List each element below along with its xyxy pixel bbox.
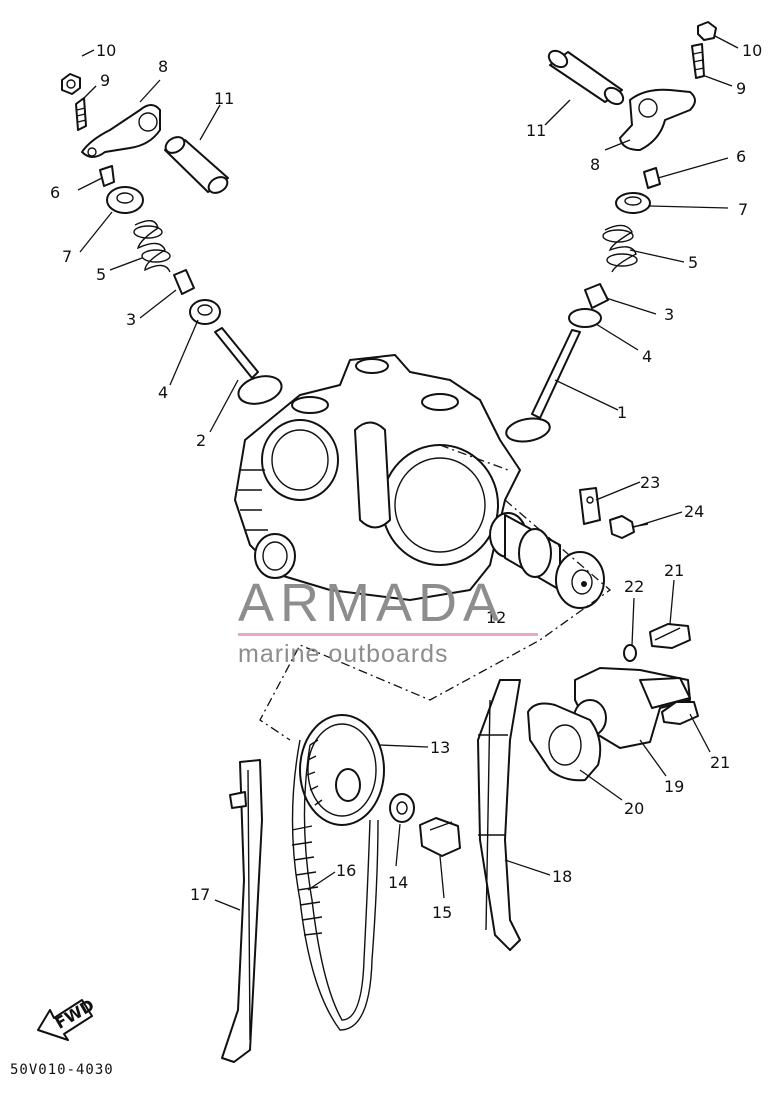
watermark-tagline: marine outboards — [238, 640, 449, 668]
callout-11-right: 11 — [526, 121, 546, 140]
callout-8-left: 8 — [158, 57, 168, 76]
callout-21-bottom: 21 — [710, 753, 730, 772]
callout-16: 16 — [336, 861, 356, 880]
callout-10-left: 10 — [96, 41, 116, 60]
callout-11-left: 11 — [214, 89, 234, 108]
callout-4-left: 4 — [158, 383, 168, 402]
callout-3-left: 3 — [126, 310, 136, 329]
callout-5-right: 5 — [688, 253, 698, 272]
callout-6-left: 6 — [50, 183, 60, 202]
callout-7-right: 7 — [738, 200, 748, 219]
callout-17: 17 — [190, 885, 210, 904]
callout-24: 24 — [684, 502, 704, 521]
cam-sprocket — [299, 714, 461, 857]
right-valve-train — [505, 21, 717, 443]
callout-21-top: 21 — [664, 561, 684, 580]
cylinder-head — [234, 354, 521, 601]
callout-4-right: 4 — [642, 347, 652, 366]
left-valve-train — [61, 73, 283, 405]
cam-chain — [291, 739, 379, 1031]
callout-10-right: 10 — [742, 41, 762, 60]
callout-1: 1 — [617, 403, 627, 422]
watermark-divider — [238, 633, 538, 636]
fwd-arrow-icon: FWD — [37, 995, 98, 1041]
callout-9-left: 9 — [100, 71, 110, 90]
callout-2: 2 — [196, 431, 206, 450]
drawing-code: 50V010-4030 — [10, 1062, 114, 1078]
watermark-brand: ARMADA — [238, 573, 506, 633]
callout-numbers: 1 2 3 3 4 4 5 5 6 6 7 7 8 8 9 9 10 10 11… — [50, 41, 762, 922]
callout-18: 18 — [552, 867, 572, 886]
callout-3-right: 3 — [664, 305, 674, 324]
callout-23: 23 — [640, 473, 660, 492]
chain-guide-left — [221, 759, 263, 1063]
leader-lines — [77, 35, 739, 911]
camshaft — [489, 512, 605, 609]
callout-13: 13 — [430, 738, 450, 757]
callout-5-left: 5 — [96, 265, 106, 284]
callout-6-right: 6 — [736, 147, 746, 166]
callout-20: 20 — [624, 799, 644, 818]
callout-15: 15 — [432, 903, 452, 922]
chain-guide-right — [477, 679, 521, 951]
callout-7-left: 7 — [62, 247, 72, 266]
callout-12: 12 — [486, 608, 506, 627]
callout-9-right: 9 — [736, 79, 746, 98]
callout-19: 19 — [664, 777, 684, 796]
tensioner-assembly — [527, 623, 699, 782]
cam-plate-and-bolt — [579, 487, 649, 539]
callout-22: 22 — [624, 577, 644, 596]
callout-8-right: 8 — [590, 155, 600, 174]
callout-14: 14 — [388, 873, 408, 892]
